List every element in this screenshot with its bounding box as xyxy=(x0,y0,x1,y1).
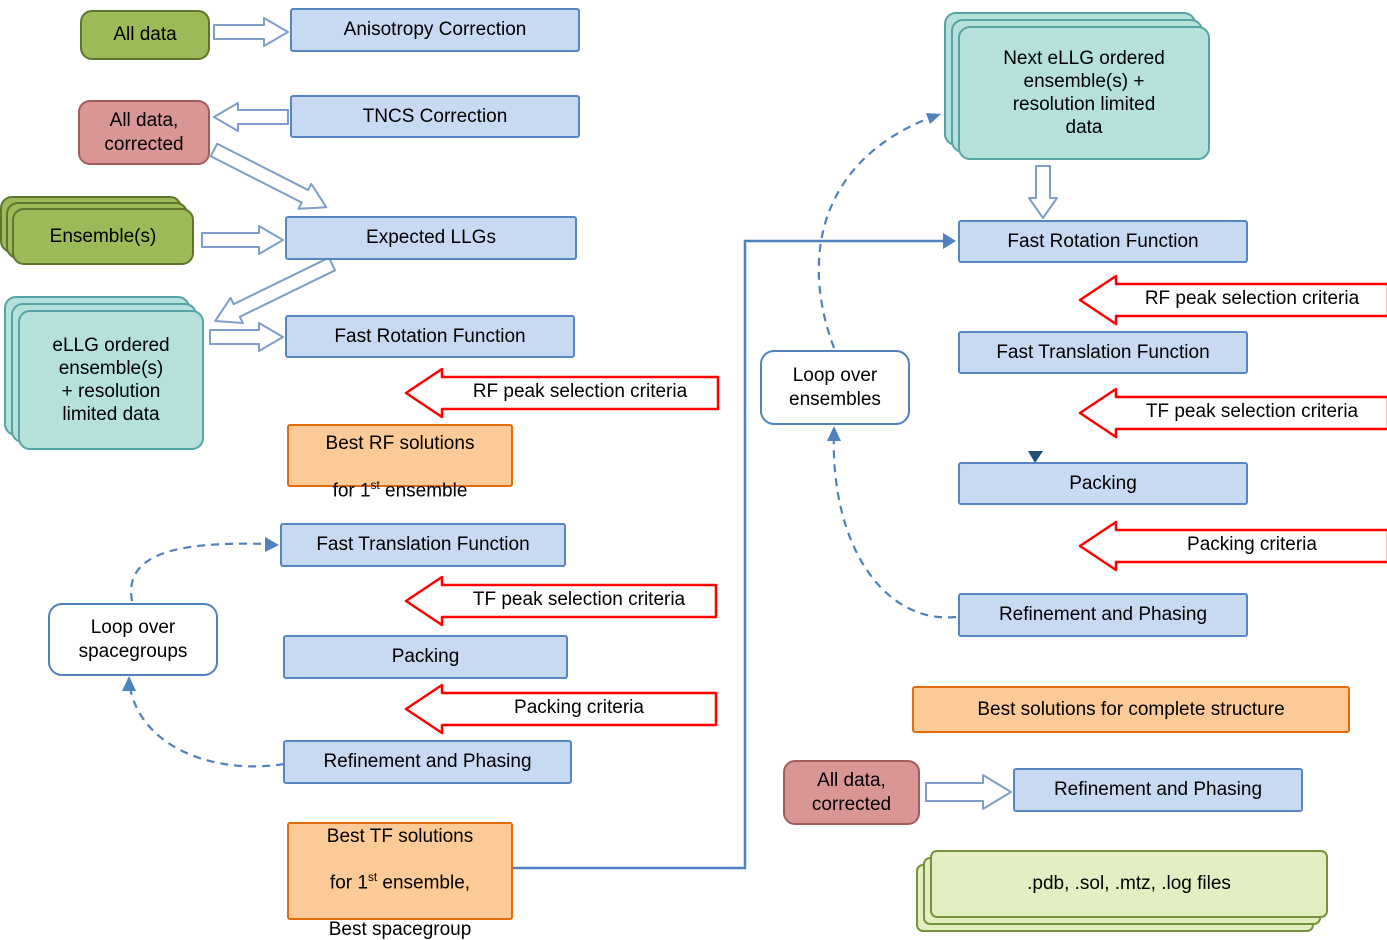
best-solutions-box: Best solutions for complete structure xyxy=(912,686,1350,733)
fast-rotation-left-box: Fast Rotation Function xyxy=(285,315,575,358)
block-arrow-tncs-to-corrected xyxy=(213,102,289,132)
block-arrow-corrected-to-expected xyxy=(209,142,328,210)
anisotropy-correction-box: Anisotropy Correction xyxy=(290,8,580,52)
rf-criteria-label-right: RF peak selection criteria xyxy=(1144,288,1360,309)
block-arrow-nextellg-to-fast-rotation xyxy=(1028,165,1058,219)
dashed-arrowhead-loop-ensembles xyxy=(827,426,841,441)
best-tf-line1: Best TF solutions xyxy=(326,825,474,847)
all-data-corrected-box: All data, corrected xyxy=(78,100,210,165)
best-tf-superscript: st xyxy=(367,870,378,884)
packing-criteria-label-right: Packing criteria xyxy=(1187,534,1317,555)
dashed-arrowhead-fast-translation xyxy=(265,537,279,552)
all-data-box: All data xyxy=(80,10,210,60)
best-rf-line2-post: ensemble xyxy=(379,479,468,501)
refinement-right-box: Refinement and Phasing xyxy=(958,593,1248,637)
loop-over-ensembles-box: Loop over ensembles xyxy=(760,350,910,425)
block-arrow-corrected-to-final-refinement xyxy=(925,774,1012,810)
packing-right-box: Packing xyxy=(958,462,1248,505)
block-arrow-ensembles-to-expected xyxy=(201,225,284,255)
block-arrow-ellg-to-fast-rotation xyxy=(209,322,284,352)
fast-rotation-right-box: Fast Rotation Function xyxy=(958,220,1248,263)
refinement-left-box: Refinement and Phasing xyxy=(283,740,572,784)
packing-criteria-arrow-left xyxy=(404,683,718,735)
packing-left-box: Packing xyxy=(283,635,568,679)
best-tf-line3: Best spacegroup xyxy=(328,918,472,940)
rf-criteria-label-left: RF peak selection criteria xyxy=(472,381,688,402)
packing-connector-arrow xyxy=(1028,451,1043,463)
best-tf-solutions-box: Best TF solutions for 1st ensemble, Best… xyxy=(287,822,513,940)
dashed-curve-refinement-to-loop-ensembles xyxy=(832,431,957,619)
fast-translation-right-box: Fast Translation Function xyxy=(958,331,1248,374)
tf-criteria-label-right: TF peak selection criteria xyxy=(1145,401,1359,422)
rf-criteria-arrow-right xyxy=(1078,274,1387,326)
block-arrow-expected-to-ellg-shape xyxy=(214,256,337,325)
loop-over-spacegroups-box: Loop over spacegroups xyxy=(48,603,218,676)
output-files-stack: .pdb, .sol, .mtz, .log files xyxy=(916,850,1330,934)
next-ellg-box: Next eLLG ordered ensemble(s) + resoluti… xyxy=(958,26,1210,160)
block-arrow-corrected-to-expected-shape xyxy=(209,142,328,210)
connector-arrowhead-fast-rotation xyxy=(943,233,956,249)
best-tf-line2-post: ensemble, xyxy=(377,872,471,894)
best-rf-line1: Best RF solutions xyxy=(325,433,475,455)
next-ellg-stack: Next eLLG ordered ensemble(s) + resoluti… xyxy=(944,12,1212,162)
ensembles-stack: Ensemble(s) xyxy=(0,196,196,266)
tf-criteria-arrow-right xyxy=(1078,387,1387,439)
all-data-corrected-final-box: All data, corrected xyxy=(783,760,920,825)
ellg-ordered-stack: eLLG ordered ensemble(s) + resolution li… xyxy=(4,296,208,452)
packing-criteria-arrow-right xyxy=(1078,520,1387,572)
dashed-arrowhead-loop-spacegroups xyxy=(122,676,136,691)
tncs-correction-box: TNCS Correction xyxy=(290,95,580,138)
block-arrow-alldata-to-anisotropy xyxy=(213,17,289,47)
ellg-ordered-box: eLLG ordered ensemble(s) + resolution li… xyxy=(18,310,204,450)
refinement-final-box: Refinement and Phasing xyxy=(1013,768,1303,812)
best-rf-superscript: st xyxy=(370,478,380,492)
dashed-curve-refinement-to-loop-spacegroups xyxy=(127,681,285,768)
connector-besttf-to-fast-rotation xyxy=(513,239,946,870)
tf-criteria-label-left: TF peak selection criteria xyxy=(472,589,686,610)
packing-criteria-label-left: Packing criteria xyxy=(514,697,644,718)
expected-llgs-box: Expected LLGs xyxy=(285,216,577,260)
best-rf-solutions-label: Best RF solutions for 1st ensemble xyxy=(326,409,475,502)
output-files-box: .pdb, .sol, .mtz, .log files xyxy=(930,850,1328,918)
fast-translation-left-box: Fast Translation Function xyxy=(280,523,566,567)
dashed-arrowhead-next-ellg xyxy=(926,113,941,124)
best-tf-line2-pre: for 1 xyxy=(329,872,368,894)
rf-criteria-arrow-left xyxy=(404,367,720,419)
dashed-curve-loop-ensembles-to-next-ellg xyxy=(817,115,933,349)
best-rf-solutions-box: Best RF solutions for 1st ensemble xyxy=(287,424,513,501)
best-rf-line2-pre: for 1 xyxy=(332,479,371,501)
block-arrow-expected-to-ellg xyxy=(214,256,337,325)
dashed-curve-loop-spacegroups-to-fast-translation xyxy=(130,542,269,602)
best-tf-solutions-label: Best TF solutions for 1st ensemble, Best… xyxy=(327,801,473,940)
ensembles-box: Ensemble(s) xyxy=(12,208,194,265)
tf-criteria-arrow-left xyxy=(404,575,718,627)
